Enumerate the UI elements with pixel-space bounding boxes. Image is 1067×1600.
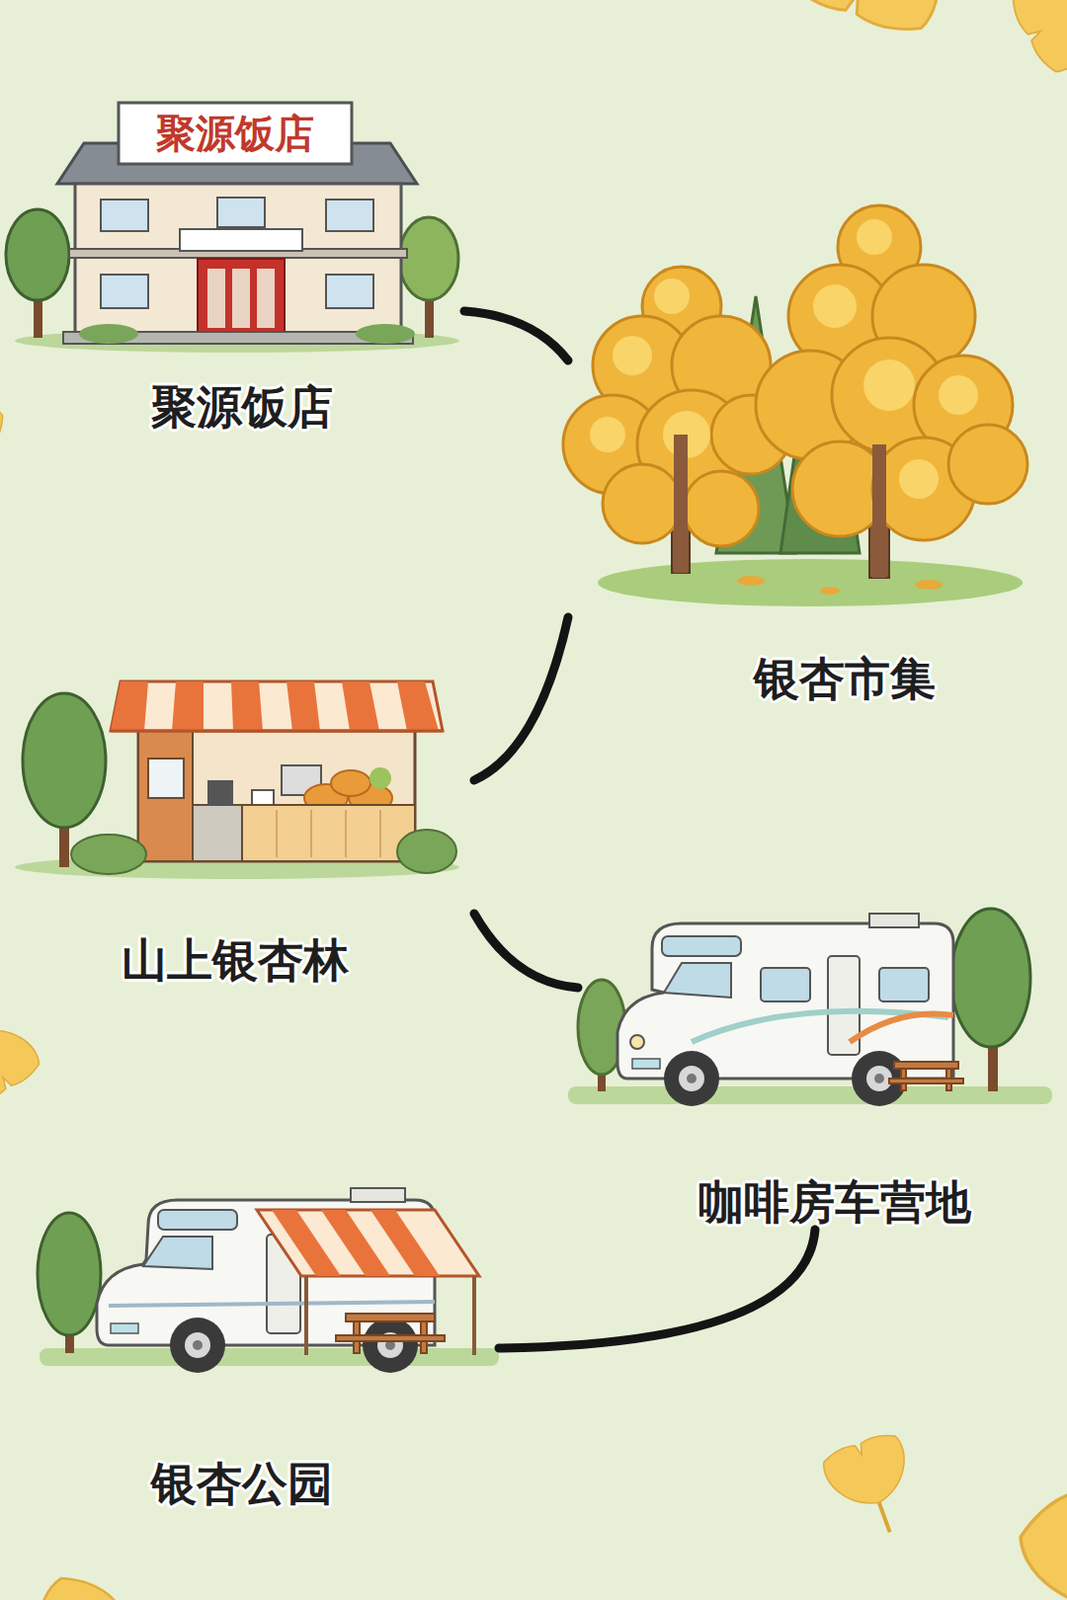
camper-van-awning	[37, 1188, 499, 1374]
route-stop: 山上银杏林	[14, 676, 475, 988]
stop-name: 聚源饭店	[151, 380, 333, 435]
market-stall	[14, 681, 460, 880]
route-line	[498, 1230, 816, 1349]
stop-name: 银杏市集	[753, 652, 936, 707]
shop-sign: 聚源饭店	[156, 113, 315, 154]
route-stop: 银杏市集	[568, 202, 1058, 707]
route-line	[464, 311, 569, 361]
route-line	[474, 913, 578, 988]
stop-name: 银杏公园	[151, 1457, 333, 1512]
stop-name: 山上银杏林	[121, 933, 349, 988]
route-line	[474, 617, 569, 781]
stop-name: 咖啡房车营地	[698, 1175, 972, 1231]
route-stop: 银杏公园	[29, 1200, 499, 1512]
route-stop: 咖啡房车营地	[577, 913, 1063, 1231]
restaurant-building	[5, 102, 460, 353]
ginkgo-trees	[563, 205, 1028, 607]
camper-van	[568, 908, 1053, 1107]
